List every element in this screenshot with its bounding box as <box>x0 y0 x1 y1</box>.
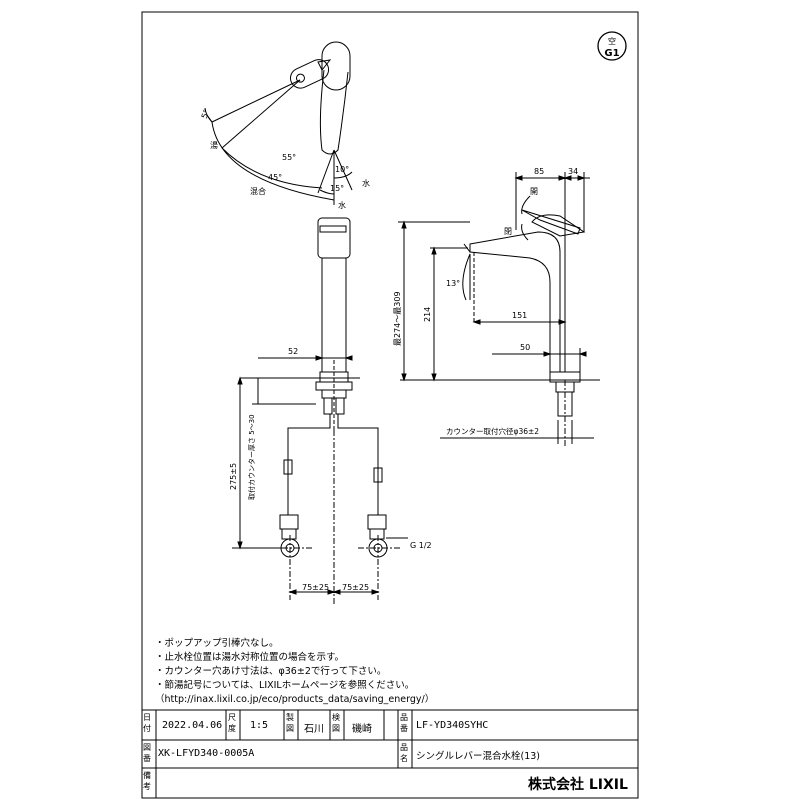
note-1: ・ポップアップ引棒穴なし。 <box>155 638 279 649</box>
water-bottom-label: 水 <box>338 200 346 210</box>
hot-label: 湯 <box>210 140 218 150</box>
mix-label: 混合 <box>250 186 266 196</box>
angle-55-label: 55° <box>282 153 296 162</box>
dim-214: 214 <box>423 307 432 322</box>
label-drawn: 製図 <box>286 713 294 733</box>
label-check: 検図 <box>332 713 340 733</box>
value-check: 磯崎 <box>352 724 372 735</box>
title-block-grid <box>142 709 638 798</box>
value-date: 2022.04.06 <box>162 720 223 731</box>
counter-thickness: 取付カウンター厚さ 5～30 <box>247 414 256 500</box>
open-label: 開 <box>530 187 538 196</box>
water-right-label: 水 <box>362 178 370 188</box>
dim-52: 52 <box>288 347 298 356</box>
label-name: 品名 <box>400 743 408 763</box>
angle-15-label: 15° <box>330 184 344 193</box>
top-view <box>204 41 353 205</box>
angle-45-label: 45° <box>268 173 282 182</box>
saving-water-badge: 空 G1 <box>597 31 627 61</box>
value-dwg: XK-LFYD340-0005A <box>158 748 255 759</box>
angle-13-label: 13° <box>446 279 460 288</box>
note-3: ・カウンター穴あけ寸法は、φ36±2で行って下さい。 <box>155 666 387 677</box>
label-scale: 尺度 <box>228 713 236 733</box>
dim-34: 34 <box>568 167 578 176</box>
dim-height-range: 最274～最309 <box>393 291 402 346</box>
angle-10-label: 10° <box>335 165 349 174</box>
label-remark: 備考 <box>143 771 151 791</box>
dim-151: 151 <box>512 311 527 320</box>
label-part: 品番 <box>400 713 408 733</box>
note-2: ・止水栓位置は湯水対称位置の場合を示す。 <box>155 652 345 663</box>
close-label: 閉 <box>504 227 512 236</box>
front-view <box>232 217 408 605</box>
dim-50: 50 <box>520 343 530 352</box>
note-5: （http://inax.lixil.co.jp/eco/products_da… <box>155 694 435 705</box>
value-part: LF-YD340SYHC <box>416 720 489 731</box>
value-drawn: 石川 <box>304 724 324 735</box>
dim-75-left: 75±25 <box>302 583 329 592</box>
value-name: シングルレバー混合水栓(13) <box>416 751 541 762</box>
value-scale: 1:5 <box>250 720 269 731</box>
dim-275: 275±5 <box>229 463 238 490</box>
label-dwg: 図番 <box>143 743 151 763</box>
side-view <box>398 172 600 446</box>
thread-label: G 1/2 <box>410 541 432 550</box>
dim-75-right: 75±25 <box>342 583 369 592</box>
dim-85: 85 <box>534 167 544 176</box>
label-date: 日付 <box>143 713 151 733</box>
counter-hole-label: カウンター取付穴径φ36±2 <box>446 426 539 436</box>
drawing-frame <box>141 11 639 799</box>
angle-5-label: 5° <box>200 108 212 120</box>
badge-bottom-text: G1 <box>604 48 619 59</box>
badge-top-text: 空 <box>608 36 616 46</box>
company-name: 株式会社 LIXIL <box>528 777 628 793</box>
note-4: ・節湯記号については、LIXILホームページを参照ください。 <box>155 680 415 691</box>
